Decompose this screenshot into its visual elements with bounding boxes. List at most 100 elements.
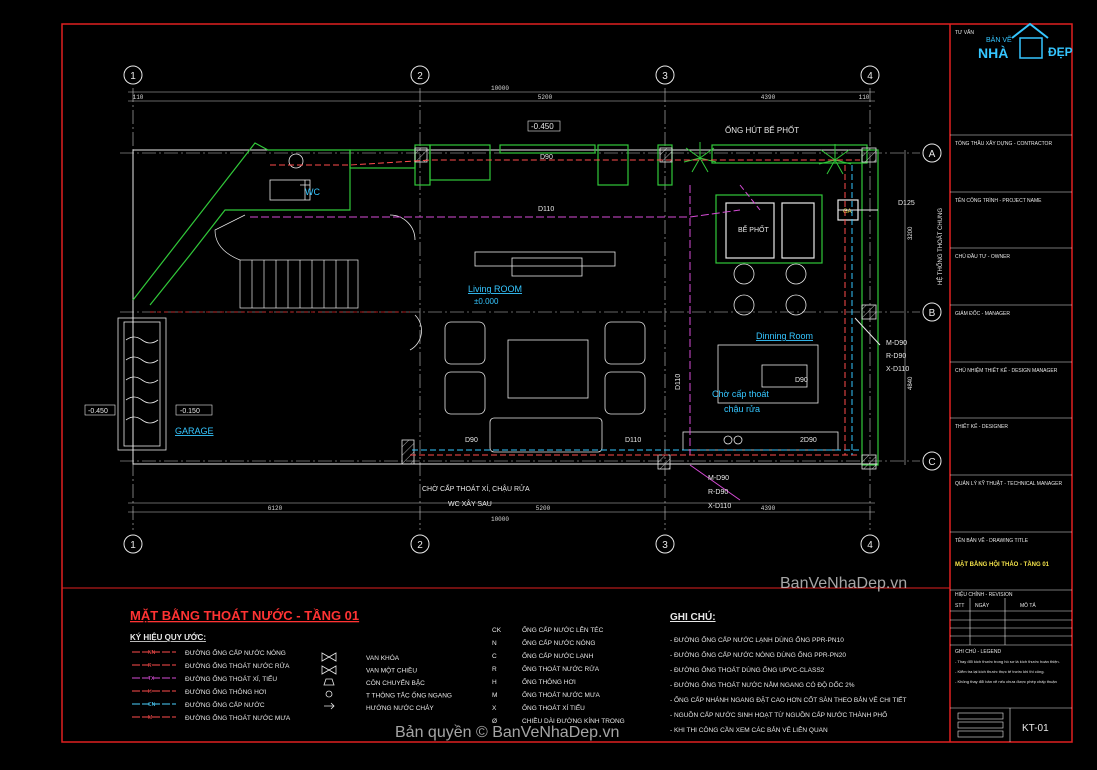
- walls: [132, 142, 879, 466]
- valve-symbols: [321, 652, 337, 710]
- grid-bubbles-top: [123, 65, 942, 554]
- vent-label: ỐNG HÚT BỂ PHỐT: [725, 125, 799, 135]
- logo-text-a: BẢN VẼ: [986, 35, 1012, 44]
- pipe-d90-top: D90: [540, 154, 553, 161]
- dim-right-2: 3200: [908, 226, 914, 240]
- tb-rev-col-3: MÔ TẢ: [1020, 602, 1036, 609]
- dining-furniture: [682, 263, 839, 451]
- legend-line-code: M: [148, 715, 152, 721]
- legend-line-code: TX: [148, 676, 155, 682]
- legend-line-code: H: [148, 689, 152, 695]
- tb-note-3: - Không thay đổi bản vẽ nếu chưa được ph…: [955, 679, 1057, 684]
- tb-row-7: QUẢN LÝ KỸ THUẬT - TECHNICAL MANAGER: [955, 480, 1062, 487]
- title-block-lines: [950, 134, 1072, 742]
- dining-note-1: Chờ cấp thoát: [712, 389, 769, 399]
- dim-bottom-2: 5200: [536, 505, 551, 512]
- logo-text-b: NHÀ: [978, 45, 1008, 61]
- grid-label-right-c: C: [928, 457, 935, 468]
- legend-valve-label: T THÔNG TẮC ỐNG NGANG: [366, 690, 452, 700]
- legend-code-value: ỐNG THOÁT NƯỚC MƯA: [522, 689, 600, 699]
- dimension-lines: [128, 91, 906, 513]
- legend-note: - ĐƯỜNG ỐNG CẤP NƯỚC LẠNH DÙNG ỐNG PPR-P…: [670, 634, 844, 644]
- watermark-site: BanVeNhaDep.vn: [780, 575, 907, 592]
- logo: BẢN VẼ NHÀ ĐẸP: [978, 22, 1073, 61]
- legend-code-value: CHIỀU DÀI ĐƯỜNG KÍNH TRONG: [522, 715, 625, 725]
- pipe-d90-bottom: D90: [465, 437, 478, 444]
- garage-level-1: -0.450: [88, 408, 108, 415]
- garage-level-2: -0.150: [180, 408, 200, 415]
- dining-note-2: chậu rửa: [724, 404, 760, 414]
- septic-label: BỂ PHỐT: [738, 224, 769, 234]
- pipe-2d90: 2D90: [800, 437, 817, 444]
- legend-note: - KHI THI CÔNG CẦN XEM CÁC BẢN VẼ LIÊN Q…: [670, 724, 828, 734]
- legend-code-key: Ø: [492, 718, 497, 725]
- legend-code-key: H: [492, 679, 497, 686]
- dim-right-3: 4840: [908, 376, 914, 390]
- legend-notes: - ĐƯỜNG ỐNG CẤP NƯỚC LẠNH DÙNG ỐNG PPR-P…: [670, 634, 907, 734]
- legend-line-item: H ĐƯỜNG ỐNG THÔNG HƠI: [132, 686, 266, 696]
- legend-line-code: NN: [148, 650, 156, 656]
- tb-sheet-no: KT-01: [1022, 723, 1049, 734]
- notes-heading: GHI CHÚ:: [670, 610, 716, 623]
- legend-line-code: CN: [148, 702, 156, 708]
- legend-code-key: C: [492, 653, 497, 660]
- legend-line-label: ĐƯỜNG ỐNG THOÁT NƯỚC MƯA: [185, 712, 291, 722]
- tb-consultant: TƯ VẤN: [955, 29, 974, 36]
- tb-row-1: TỔNG THẦU XÂY DỰNG - CONTRACTOR: [955, 140, 1052, 147]
- tb-revision: HIỆU CHỈNH - REVISION: [955, 590, 1013, 598]
- tb-row-5: CHỦ NHIỆM THIẾT KẾ - DESIGN MANAGER: [955, 366, 1058, 374]
- legend-code-key: X: [492, 705, 497, 712]
- bottom-note-2: WC XÂY SAU: [448, 499, 492, 508]
- tb-row-3: CHỦ ĐẦU TƯ - OWNER: [955, 253, 1010, 260]
- legend-valve-label: VAN KHÓA: [366, 653, 400, 662]
- grid-label-bottom-3: 3: [662, 540, 668, 551]
- grid-label-top-2: 2: [417, 71, 423, 82]
- legend-note: - ĐƯỜNG ỐNG CẤP NƯỚC NÓNG DÙNG ỐNG PPR-P…: [670, 649, 846, 659]
- tb-rev-col-1: STT: [955, 603, 964, 609]
- legend-line-label: ĐƯỜNG ỐNG THOÁT NƯỚC RỬA: [185, 660, 290, 670]
- legend-title: MẶT BẰNG THOÁT NƯỚC - TẦNG 01: [130, 608, 359, 623]
- pipe-d110-bottom: D110: [625, 437, 641, 444]
- garage-vehicle: [117, 317, 167, 451]
- dining-room-label: Dinning Room: [756, 331, 813, 341]
- legend-note: - ĐƯỜNG ỐNG THOÁT DÙNG ỐNG UPVC-CLASS2: [670, 664, 825, 674]
- dim-bottom-1: 6120: [268, 505, 283, 512]
- legend-note: - ỐNG CẤP NHÁNH NGANG ĐẶT CAO HƠN CỐT SÀ…: [670, 694, 907, 704]
- pipes: [250, 159, 881, 501]
- legend-line-label: ĐƯỜNG ỐNG THOÁT XÍ, TIỂU: [185, 673, 277, 683]
- legend-code-value: ỐNG CẤP NƯỚC LÊN TÉC: [522, 624, 604, 634]
- pipe-d110-top: D110: [538, 206, 554, 213]
- legend-valve-label: HƯỚNG NƯỚC CHẢY: [366, 703, 434, 712]
- legend-code-key: R: [492, 666, 497, 673]
- dim-right-1: D125: [898, 200, 915, 207]
- garage-label: GARAGE: [175, 426, 214, 436]
- tb-notes-head: GHI CHÚ - LEGEND: [955, 648, 1002, 655]
- tb-note-2: - Kiểm tra lại kích thước thực tế trước …: [955, 669, 1045, 674]
- riser-right-3: X-D110: [886, 366, 909, 373]
- bottom-note-1: CHỜ CẤP THOÁT XÍ, CHẬU RỬA: [422, 483, 530, 493]
- dim-top-3: 4390: [761, 94, 776, 101]
- grid-label-top-4: 4: [867, 71, 873, 82]
- legend-line-label: ĐƯỜNG ỐNG THÔNG HƠI: [185, 686, 266, 696]
- riser-right-2: R-D90: [886, 353, 906, 360]
- grid-label-top-1: 1: [130, 71, 136, 82]
- legend-code-key: N: [492, 640, 497, 647]
- dim-bottom-total: 10000: [491, 516, 509, 523]
- grid-label-bottom-1: 1: [130, 540, 136, 551]
- legend-line-label: ĐƯỜNG ỐNG CẤP NƯỚC: [185, 699, 265, 709]
- legend-valve-label: CÔN CHUYỂN BẬC: [366, 678, 425, 687]
- grid-label-bottom-2: 2: [417, 540, 423, 551]
- wc-label: WC: [305, 187, 320, 197]
- pipe-d90-dining: D90: [795, 377, 808, 384]
- legend-note: - ĐƯỜNG ỐNG THOÁT NƯỚC NẰM NGANG CÓ ĐỘ D…: [670, 679, 855, 689]
- dim-top-2: 5200: [538, 94, 553, 101]
- dim-bottom-3: 4390: [761, 505, 776, 512]
- legend-code-value: ỐNG THOÁT NƯỚC RỬA: [522, 663, 600, 673]
- riser-bottom-1: M-D90: [708, 475, 729, 482]
- tb-row-2: TÊN CÔNG TRÌNH - PROJECT NAME: [955, 196, 1042, 204]
